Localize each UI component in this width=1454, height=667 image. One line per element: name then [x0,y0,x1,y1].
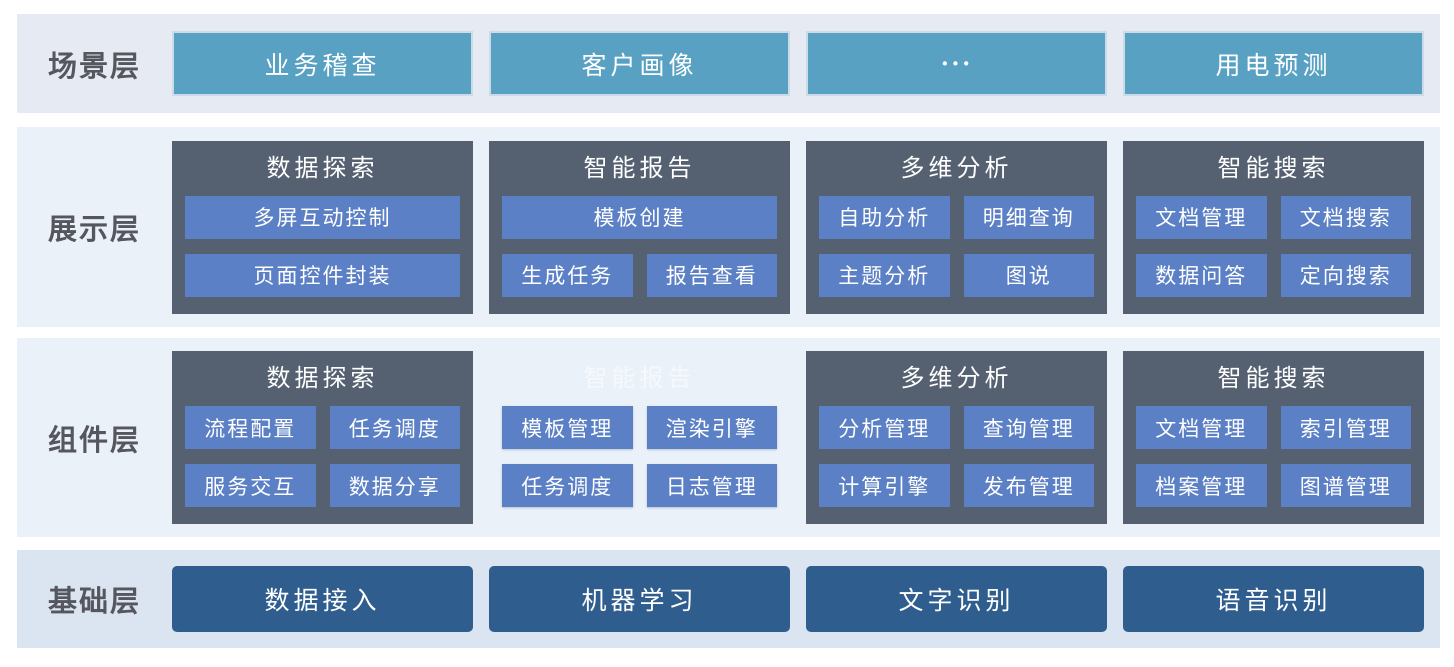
foundation-layer-label-col: 基础层 [17,578,172,620]
foundation-block-machine-learning: 机器学习 [489,566,790,632]
foundation-block-data-access: 数据接入 [172,566,473,632]
card-smart-search: 智能搜索 文档管理 文档搜索 数据问答 定向搜索 [1123,140,1424,314]
card-title: 数据探索 [266,155,379,182]
block-task-schedule: 任务调度 [329,406,460,449]
block-generate-task: 生成任务 [502,253,633,297]
scenario-layer-label-col: 场景层 [17,43,172,85]
block-page-widget-package: 页面控件封装 [185,253,460,297]
card-multidim-analysis: 多维分析 自助分析 明细查询 主题分析 图说 [806,140,1107,314]
presentation-cards-row: 数据探索 多屏互动控制 页面控件封装 智能报告 模板创建 生成任务 报告查看 [172,140,1440,314]
card-multidim-analysis-components: 多维分析 分析管理 查询管理 计算引擎 发布管理 [806,351,1107,524]
card-smart-search-components: 智能搜索 文档管理 索引管理 档案管理 图谱管理 [1123,351,1424,524]
block-directed-search: 定向搜索 [1280,253,1411,297]
layer-label-foundation: 基础层 [47,586,141,618]
block-publish-management: 发布管理 [963,464,1094,507]
scenario-layer-band: 场景层 业务稽查 客户画像 ··· 用电预测 [17,14,1440,113]
block-query-management: 查询管理 [963,406,1094,449]
block-data-sharing: 数据分享 [329,464,460,507]
block-report-view: 报告查看 [646,253,777,297]
layer-label-component: 组件层 [47,424,141,457]
presentation-layer-label-col: 展示层 [17,206,172,248]
card-title: 多维分析 [900,366,1013,392]
block-detail-query: 明细查询 [963,195,1094,239]
block-topic-analysis: 主题分析 [819,253,950,297]
block-doc-management-2: 文档管理 [1136,406,1267,449]
block-multiscreen-control: 多屏互动控制 [185,195,460,239]
card-data-exploration: 数据探索 多屏互动控制 页面控件封装 [172,140,473,314]
block-flow-config: 流程配置 [185,406,316,449]
component-layer-label-col: 组件层 [17,417,172,459]
foundation-block-ocr: 文字识别 [806,566,1107,632]
block-log-management: 日志管理 [646,464,777,507]
block-doc-management: 文档管理 [1136,195,1267,239]
block-archive-management: 档案管理 [1136,464,1267,507]
foundation-buttons-row: 数据接入 机器学习 文字识别 语音识别 [172,566,1440,632]
block-analysis-management: 分析管理 [819,406,950,449]
block-template-management: 模板管理 [502,406,633,449]
block-service-interaction: 服务交互 [185,464,316,507]
scenario-block-ellipsis: ··· [806,31,1107,96]
block-template-create: 模板创建 [502,195,777,239]
scenario-buttons-row: 业务稽查 客户画像 ··· 用电预测 [172,31,1440,96]
block-index-management: 索引管理 [1280,406,1411,449]
foundation-block-speech-recognition: 语音识别 [1123,566,1424,632]
block-data-qa: 数据问答 [1136,253,1267,297]
foundation-layer-band: 基础层 数据接入 机器学习 文字识别 语音识别 [17,550,1440,648]
card-data-exploration-components: 数据探索 流程配置 任务调度 服务交互 数据分享 [172,351,473,524]
component-cards-row: 数据探索 流程配置 任务调度 服务交互 数据分享 智能报告 模板管理 渲染引擎 [172,351,1440,524]
card-title: 智能报告 [583,366,696,392]
scenario-block-customer-profile: 客户画像 [489,31,790,96]
block-selfservice-analysis: 自助分析 [819,195,950,239]
block-doc-search: 文档搜索 [1280,195,1411,239]
block-render-engine: 渲染引擎 [646,406,777,449]
card-title: 多维分析 [900,155,1013,182]
layer-label-scenario: 场景层 [47,50,141,83]
block-compute-engine: 计算引擎 [819,464,950,507]
card-smart-report-components: 智能报告 模板管理 渲染引擎 任务调度 日志管理 [489,351,790,524]
card-smart-report: 智能报告 模板创建 生成任务 报告查看 [489,140,790,314]
scenario-block-power-forecast: 用电预测 [1123,31,1424,96]
block-chart-story: 图说 [963,253,1094,297]
card-title: 数据探索 [266,366,379,392]
card-title: 智能搜索 [1217,155,1330,182]
card-title: 智能报告 [583,155,696,182]
block-task-schedule-2: 任务调度 [502,464,633,507]
card-title: 智能搜索 [1217,366,1330,392]
component-layer-band: 组件层 数据探索 流程配置 任务调度 服务交互 数据分享 智能报告 模板管理 [17,338,1440,537]
scenario-block-business-audit: 业务稽查 [172,31,473,96]
presentation-layer-band: 展示层 数据探索 多屏互动控制 页面控件封装 智能报告 模板创建 生成任务 [17,127,1440,327]
block-graph-management: 图谱管理 [1280,464,1411,507]
layer-label-presentation: 展示层 [47,214,141,246]
